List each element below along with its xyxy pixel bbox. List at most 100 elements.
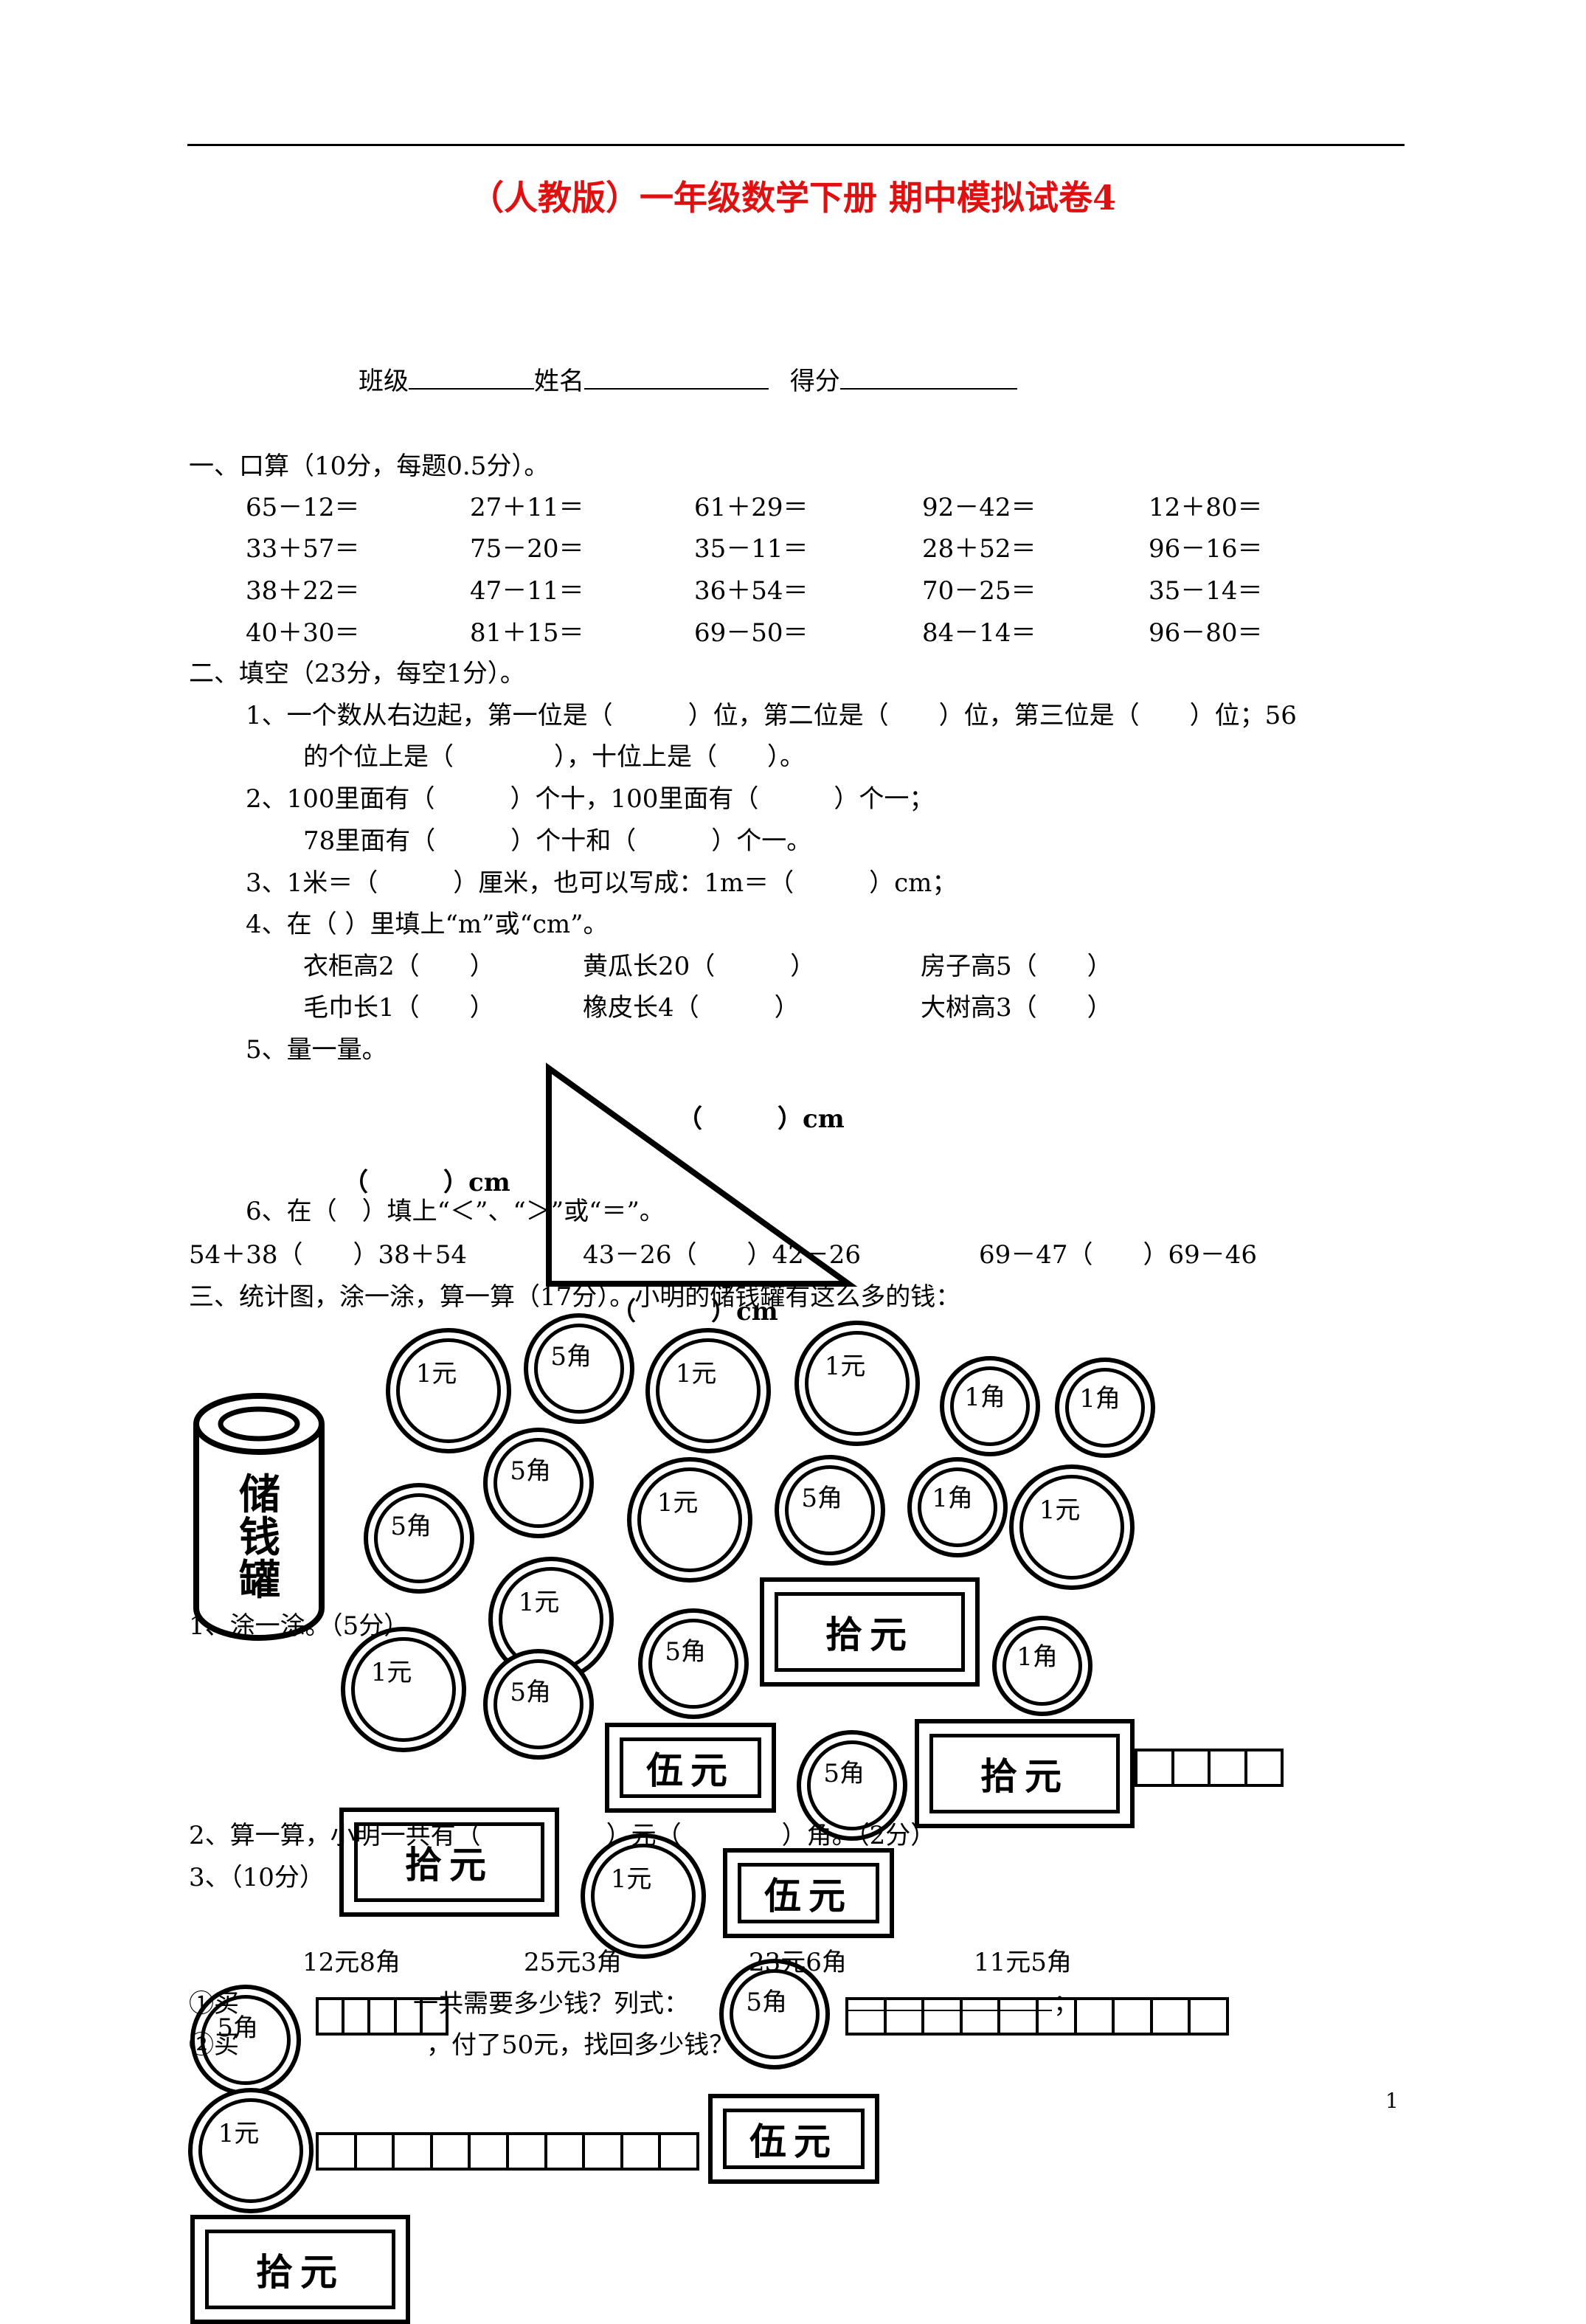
math-item: 33＋57＝	[246, 534, 360, 564]
unit-item: 衣柜高2（ ）	[303, 952, 495, 981]
buy-q2-text: ，付了50元，找回多少钱？	[426, 2030, 735, 2060]
coin-5-jiao: 5角	[190, 1985, 301, 2095]
fill-q1-line2: 的个位上是（ ），十位上是（ ）。	[303, 742, 805, 772]
buy-q1-text: 一共需要多少钱？列式：	[413, 1989, 689, 2019]
math-item: 28＋52＝	[922, 534, 1036, 564]
measure-answer-left: （ ）cm	[343, 1168, 510, 1197]
math-item: 27＋11＝	[470, 493, 584, 522]
fill-q2-line1: 2、100里面有（ ）个十，100里面有（ ）个一；	[246, 784, 935, 814]
price-label: 25元3角	[524, 1948, 622, 1977]
page-number: 1	[1385, 2089, 1399, 2113]
compare-item: 69－47（ ）69－46	[979, 1240, 1258, 1270]
math-item: 75－20＝	[470, 534, 584, 564]
name-field[interactable]	[584, 366, 769, 390]
score-field[interactable]	[839, 366, 1017, 390]
math-item: 70－25＝	[922, 576, 1036, 606]
unit-item: 房子高5（ ）	[921, 952, 1112, 981]
fill-q1-line1: 1、一个数从右边起，第一位是（ ）位，第二位是（ ）位，第三位是（ ）位；56	[246, 701, 1297, 730]
section1-heading: 一、口算（10分，每题0.5分）。	[189, 452, 550, 481]
coin-1-yuan: 1元	[581, 1833, 706, 1959]
coin-1-yuan: 1元	[627, 1457, 752, 1583]
unit-item: 毛巾长1（ ）	[303, 993, 495, 1023]
piggy-bank-jar	[193, 1393, 325, 1641]
buy-q1-start: ①买	[189, 1989, 239, 2019]
note-5-yuan: 伍元	[605, 1723, 776, 1813]
price-label: 11元5角	[974, 1948, 1072, 1977]
stat-q3: 3、（10分）	[189, 1863, 325, 1892]
math-item: 65－12＝	[246, 493, 360, 522]
section3-heading: 三、统计图，涂一涂，算一算（17分）。小明的储钱罐有这么多的钱：	[189, 1282, 961, 1312]
note-10-yuan: 拾元	[190, 2215, 410, 2324]
coin-1-jiao: 1角	[1055, 1358, 1155, 1458]
answer-box-row[interactable]	[316, 2132, 699, 2171]
name-label: 姓名	[534, 367, 584, 396]
note-5-yuan: 伍元	[723, 1848, 894, 1938]
answer-box-row[interactable]	[316, 1997, 449, 2036]
coin-1-yuan: 1元	[341, 1627, 466, 1752]
coin-5-jiao: 5角	[638, 1608, 749, 1719]
fill-q3: 3、1米＝（ ）厘米，也可以写成：1m＝（ ）cm；	[246, 868, 958, 898]
math-item: 38＋22＝	[246, 576, 360, 606]
coin-5-jiao: 5角	[797, 1730, 907, 1841]
coin-1-jiao: 1角	[907, 1457, 1008, 1557]
top-rule	[187, 144, 1405, 146]
math-item: 61＋29＝	[694, 493, 808, 522]
fill-q6: 6、在（ ）填上“＜”、“＞”或“＝”。	[246, 1197, 665, 1226]
coin-5-jiao: 5角	[524, 1313, 634, 1424]
coin-5-jiao: 5角	[483, 1649, 594, 1760]
buy-q2-start: ②买	[189, 2030, 239, 2060]
coin-5-jiao: 5角	[775, 1455, 885, 1566]
math-item: 92－42＝	[922, 493, 1036, 522]
math-item: 36＋54＝	[694, 576, 808, 606]
coin-5-jiao: 5角	[719, 1959, 830, 2069]
measure-answer-hyp: （ ）cm	[677, 1104, 845, 1134]
math-item: 47－11＝	[470, 576, 584, 606]
note-10-yuan: 拾元	[339, 1808, 559, 1917]
unit-item: 黄瓜长20（ ）	[583, 952, 816, 981]
compare-item: 43－26（ ）42－26	[583, 1240, 862, 1270]
coin-5-jiao: 5角	[364, 1483, 474, 1594]
fill-q5: 5、量一量。	[246, 1035, 387, 1065]
math-item: 96－80＝	[1149, 618, 1263, 648]
math-item: 12＋80＝	[1149, 493, 1263, 522]
fill-q4: 4、在（ ）里填上“m”或“cm”。	[246, 910, 609, 939]
coin-5-jiao: 5角	[483, 1428, 594, 1538]
coin-1-yuan: 1元	[1009, 1464, 1135, 1590]
class-field[interactable]	[409, 366, 534, 390]
math-item: 96－16＝	[1149, 534, 1263, 564]
note-10-yuan: 拾元	[915, 1719, 1135, 1828]
compare-item: 54＋38（ ）38＋54	[189, 1240, 468, 1270]
note-5-yuan: 伍元	[708, 2094, 879, 2184]
note-10-yuan: 拾元	[760, 1577, 980, 1687]
math-item: 35－14＝	[1149, 576, 1263, 606]
coin-1-yuan: 1元	[188, 2088, 314, 2213]
math-item: 35－11＝	[694, 534, 808, 564]
price-label: 23元6角	[749, 1948, 847, 1977]
coin-1-jiao: 1角	[992, 1616, 1092, 1716]
price-label: 12元8角	[302, 1948, 401, 1977]
section2-heading: 二、填空（23分，每空1分）。	[189, 659, 525, 688]
score-label: 得分	[789, 367, 840, 396]
measure-answer-base: （ ）cm	[611, 1297, 778, 1327]
math-item: 81＋15＝	[470, 618, 584, 648]
coin-1-yuan: 1元	[386, 1328, 511, 1453]
coin-1-yuan: 1元	[794, 1321, 920, 1446]
student-info-line: 班级 姓名 得分	[359, 366, 1017, 396]
buy-q1-end: ；	[1053, 1989, 1078, 2019]
math-item: 69－50＝	[694, 618, 808, 648]
fill-q2-line2: 78里面有（ ）个十和（ ）个一。	[303, 826, 812, 856]
stat-q1: 1、涂一涂。（5分）	[189, 1611, 409, 1641]
unit-item: 大树高3（ ）	[921, 993, 1112, 1023]
stat-q2: 2、算一算，小明一共有（ ）元（ ）角。（2分）	[189, 1821, 936, 1850]
coin-1-yuan: 1元	[645, 1328, 771, 1453]
coin-1-jiao: 1角	[940, 1356, 1040, 1456]
page-title: （人教版）一年级数学下册 期中模拟试卷4	[469, 178, 1117, 218]
unit-item: 橡皮长4（ ）	[583, 993, 800, 1023]
piggy-bank-label: 储钱罐	[239, 1471, 280, 1605]
math-item: 84－14＝	[922, 618, 1036, 648]
class-label: 班级	[359, 367, 409, 396]
answer-underline[interactable]	[845, 2010, 1052, 2011]
triangle-figure	[546, 1062, 858, 1287]
answer-box-row[interactable]	[845, 1997, 1229, 2036]
answer-box-row[interactable]	[1135, 1749, 1284, 1787]
